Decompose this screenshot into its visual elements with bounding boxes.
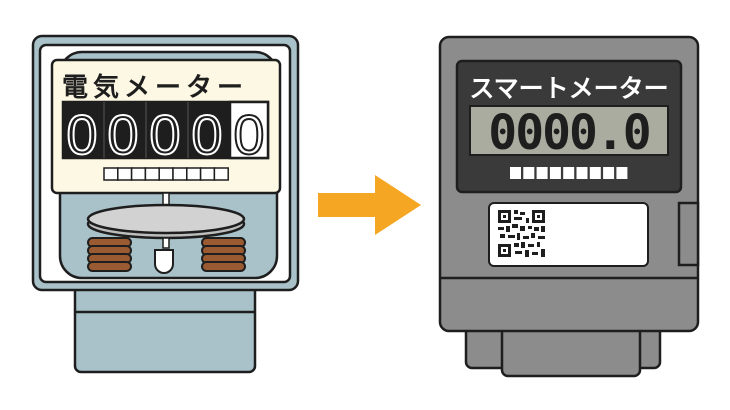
lcd-screen	[469, 105, 669, 156]
qr-code-icon	[498, 210, 545, 257]
counter-digit: 0	[191, 103, 222, 166]
counter-digit: 0	[149, 103, 180, 166]
smart-meter: スマートメーター 0000.0	[438, 35, 700, 378]
indicator-boxes	[510, 167, 628, 179]
counter-digit: 0	[66, 103, 97, 166]
side-tab	[677, 201, 700, 267]
counter-dividers	[103, 102, 189, 158]
counter-digit: 0	[233, 103, 264, 166]
coil-right	[201, 237, 246, 272]
coil-left	[87, 237, 132, 272]
meter-base	[73, 280, 257, 374]
arrow-right-icon	[318, 175, 421, 235]
counter-digit: 0	[107, 103, 138, 166]
old-meter-title: 電気メーター	[62, 72, 248, 103]
indicator-boxes	[103, 167, 229, 181]
analog-electric-meter: 電気メーター 0 0 0 0 0	[31, 34, 300, 374]
smart-meter-title: スマートメーター	[469, 74, 668, 103]
bulb	[154, 249, 174, 274]
rotating-disc	[86, 203, 246, 240]
lcd-reading: 0000.0	[488, 105, 649, 161]
